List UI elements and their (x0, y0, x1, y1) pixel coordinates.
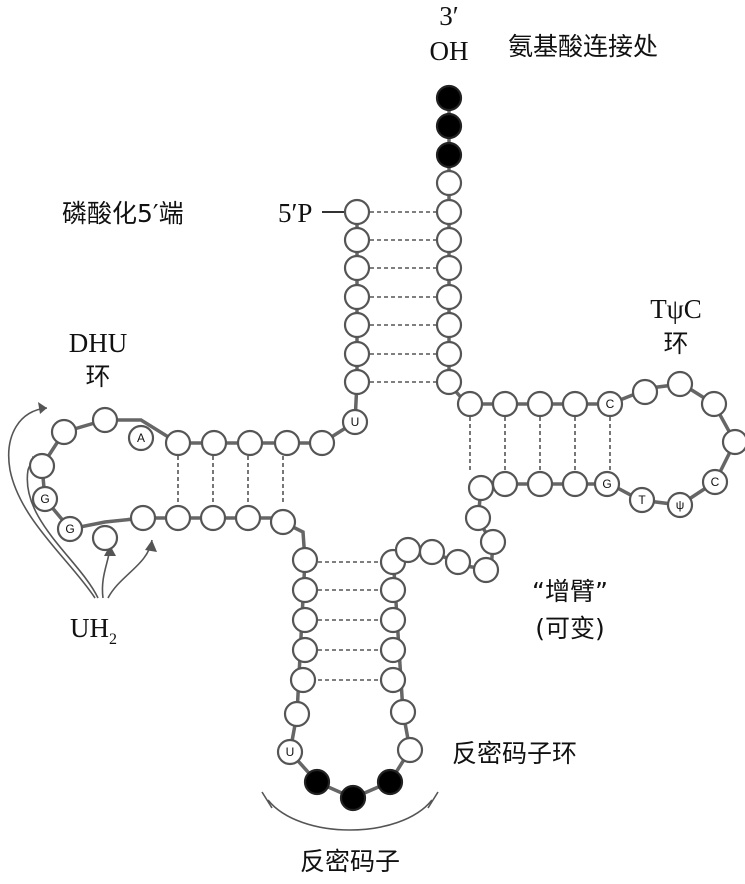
acceptor-u-circle (341, 408, 369, 436)
label-uh2-sub: 2 (109, 631, 117, 648)
base-u-acceptor: U (351, 415, 360, 429)
base-u-anticodon-loop: U (286, 745, 295, 759)
label-dhu-loop: 环 (85, 362, 110, 391)
labels: 3′ OH 氨基酸连接处 磷酸化5′端 5′P TψC 环 DHU 环 UH2 … (62, 1, 702, 876)
base-a-dhu: A (137, 431, 145, 445)
base-pair-dashes (177, 211, 611, 681)
base-letters: U A G G C G T ψ C U (40, 397, 719, 759)
label-phosphorylated-5-end: 磷酸化5′端 (62, 199, 184, 228)
base-g2-dhu: G (65, 522, 74, 536)
base-c-tpsic-stem: C (606, 397, 615, 411)
label-five-prime-p: 5′P (278, 198, 312, 228)
label-variable: (可变) (535, 614, 605, 643)
label-three-prime: 3′ (439, 1, 458, 31)
label-uh2-main: UH (70, 613, 109, 643)
label-tpsic-name: TψC (650, 294, 701, 324)
label-tpsic-loop: 环 (663, 329, 688, 358)
label-uh2: UH2 (70, 613, 117, 648)
label-extra-arm: “增臂” (532, 577, 608, 606)
label-dhu-name: DHU (69, 328, 128, 358)
base-g-tpsic: G (602, 477, 611, 491)
label-oh: OH (430, 36, 469, 66)
label-anticodon: 反密码子 (300, 847, 400, 876)
base-c-tpsic-loop: C (711, 475, 720, 489)
base-g1-dhu: G (40, 492, 49, 506)
label-amino-acid-site: 氨基酸连接处 (508, 32, 658, 61)
label-anticodon-loop: 反密码子环 (452, 739, 577, 768)
base-psi-tpsic: ψ (676, 498, 685, 512)
base-t-tpsic: T (638, 493, 646, 507)
nucleotides (28, 84, 745, 812)
anticodon-bracket (261, 791, 439, 831)
